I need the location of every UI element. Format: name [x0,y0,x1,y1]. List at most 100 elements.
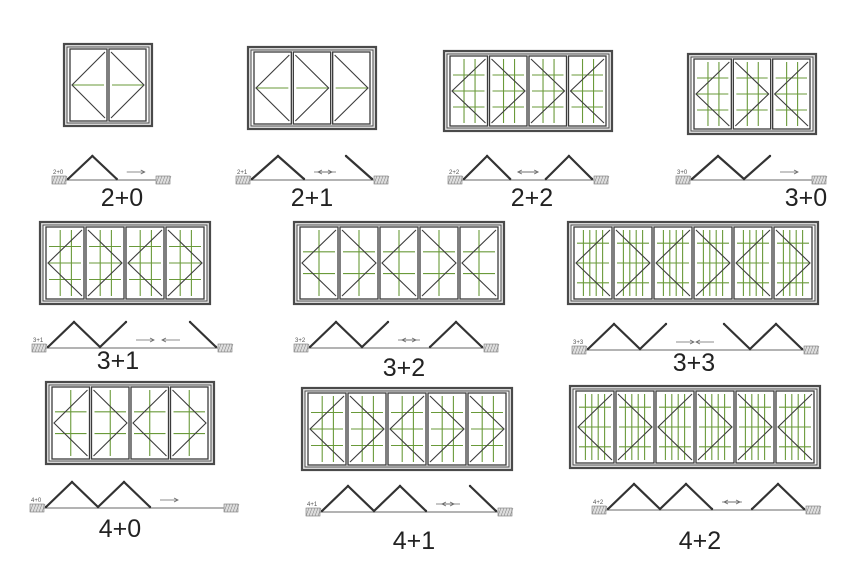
opening-direction-line [735,229,771,297]
wall-hatch-line [817,505,822,515]
wall-hatch-line [483,343,488,353]
wall-hatch-line [497,507,502,517]
hinge-point [428,345,432,349]
opening-direction-line [429,395,465,463]
folded-leaf-stack [429,320,483,348]
wall-hatch-line [811,505,816,515]
door-panel [567,55,607,127]
opening-direction-line [491,58,526,124]
wall-hatch-line [235,175,240,185]
opening-direction-line [469,395,505,463]
wall-hatch-line [684,175,689,185]
hinge-point [468,484,472,488]
hinge-point [115,177,118,181]
hinge-point [480,345,484,349]
fold-direction-arrowhead [401,337,407,343]
wall-hatch-line [447,175,452,185]
configuration-label: 3+1 [97,347,139,375]
door-panel [459,226,499,300]
wall-hatch-line [317,507,322,517]
wall-hatch-line [809,345,814,355]
folded-leaf-stack [67,154,118,180]
mini-config-label: 2+2 [449,170,460,176]
opening-direction-line [341,229,377,297]
configuration-label: 3+3 [673,349,715,377]
folded-leaf-stack [463,154,511,180]
opening-direction-line [132,389,167,457]
wall-hatch-line [603,505,608,515]
door-panel [339,226,379,300]
hinge-point [586,347,590,351]
folded-leaf-stack [469,485,497,512]
door-panel [693,58,732,130]
door-panel [655,390,695,464]
opening-direction-line [167,229,203,297]
hinge-point [485,154,489,158]
wall-hatch-line [158,175,163,185]
opening-direction-line [53,389,88,457]
wall-hatch [51,175,67,185]
hinge-point [372,509,376,513]
hinge-point [684,482,688,486]
hinge-point [308,345,312,349]
opening-direction-line [87,229,123,297]
wall-hatch-line [597,505,602,515]
wall-hatch-line [805,505,810,515]
door-panel [615,390,655,464]
hinge-point [454,320,458,324]
wall-hatch-line [815,345,820,355]
opening-direction-line [461,229,497,297]
door-panel [653,226,693,300]
wall-hatch-line [594,505,599,515]
mini-config-label: 4+2 [593,500,604,506]
fold-direction-arrowhead [317,169,323,175]
opening-direction-line [695,229,731,297]
opening-direction-line [255,54,290,122]
wall-hatch-line [226,343,231,353]
configuration-label: 4+0 [99,515,141,543]
opening-direction-line [530,58,566,124]
wall-hatch-line [167,175,172,185]
opening-direction-line [294,54,330,122]
mini-config-label: 2+0 [53,170,64,176]
wall-hatch-line [382,175,387,185]
opening-direction-line [71,51,106,119]
hinge-point [494,509,498,513]
wall-hatch-line [223,503,228,513]
wall-hatch-line [229,343,234,353]
wall-hatch-line [155,175,160,185]
door-panel [45,226,85,300]
opening-direction-line [775,229,811,297]
opening-direction-line [617,393,653,461]
wall-hatch [293,343,309,353]
wall-hatch-line [574,345,579,355]
wall-hatch-line [51,175,56,185]
fold-direction-arrowhead [149,337,155,343]
hinge-point [334,320,338,324]
opening-direction-line [773,61,809,127]
hinge-point [768,154,772,158]
hinge-point [638,347,642,351]
wall-hatch-line [450,175,455,185]
hinge-point [98,345,102,349]
hinge-point [122,480,126,484]
mini-config-label: 3+0 [677,170,688,176]
door-panel [90,386,130,460]
wall-hatch-line [314,507,319,517]
wall-hatch-line [509,507,514,517]
hinge-point [612,322,616,326]
door-panel [427,392,467,466]
wall-hatch [811,175,827,185]
wall-hatch-line [293,343,298,353]
hinge-point [148,505,152,509]
wall-hatch-line [459,175,464,185]
fold-direction-arrowhead [441,501,447,507]
door-panel [332,51,371,125]
hinge-point [776,482,780,486]
mini-config-label: 3+1 [33,338,44,344]
opening-direction-line [697,393,733,461]
hinge-point [606,507,610,511]
folded-leaf-stack [587,322,667,351]
wall-hatch [31,343,47,353]
wall-hatch-line [596,175,601,185]
